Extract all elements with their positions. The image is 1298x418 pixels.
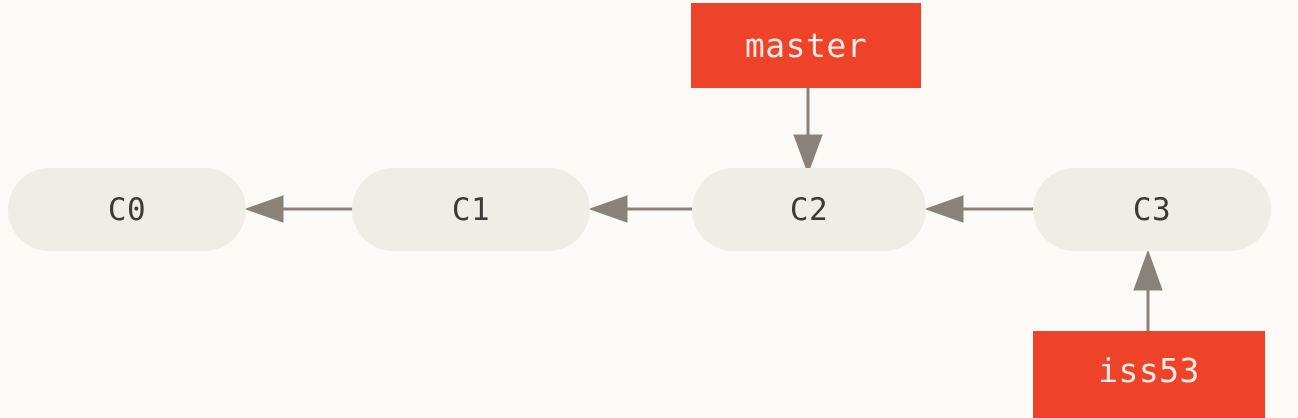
commit-node-c3[interactable]: C3 [1033,168,1271,251]
edge-c1-to-c0 [244,195,360,223]
branch-label-iss53[interactable]: iss53 [1033,331,1265,418]
branch-label-master[interactable]: master [691,3,921,88]
commit-label-c3: C3 [1132,191,1172,228]
commit-label-c1: C1 [451,191,491,228]
commit-label-c0: C0 [107,191,147,228]
commit-label-c2: C2 [789,191,829,228]
branch-name-iss53: iss53 [1098,351,1200,390]
commit-node-c2[interactable]: C2 [692,168,926,251]
branch-name-master: master [744,26,868,65]
edge-iss53-to-c3 [1133,249,1163,331]
edge-c2-to-c1 [588,195,700,223]
commit-node-c0[interactable]: C0 [8,168,246,251]
edge-c3-to-c2 [924,195,1040,223]
commit-node-c1[interactable]: C1 [352,168,590,251]
edge-master-to-c2 [793,88,823,175]
